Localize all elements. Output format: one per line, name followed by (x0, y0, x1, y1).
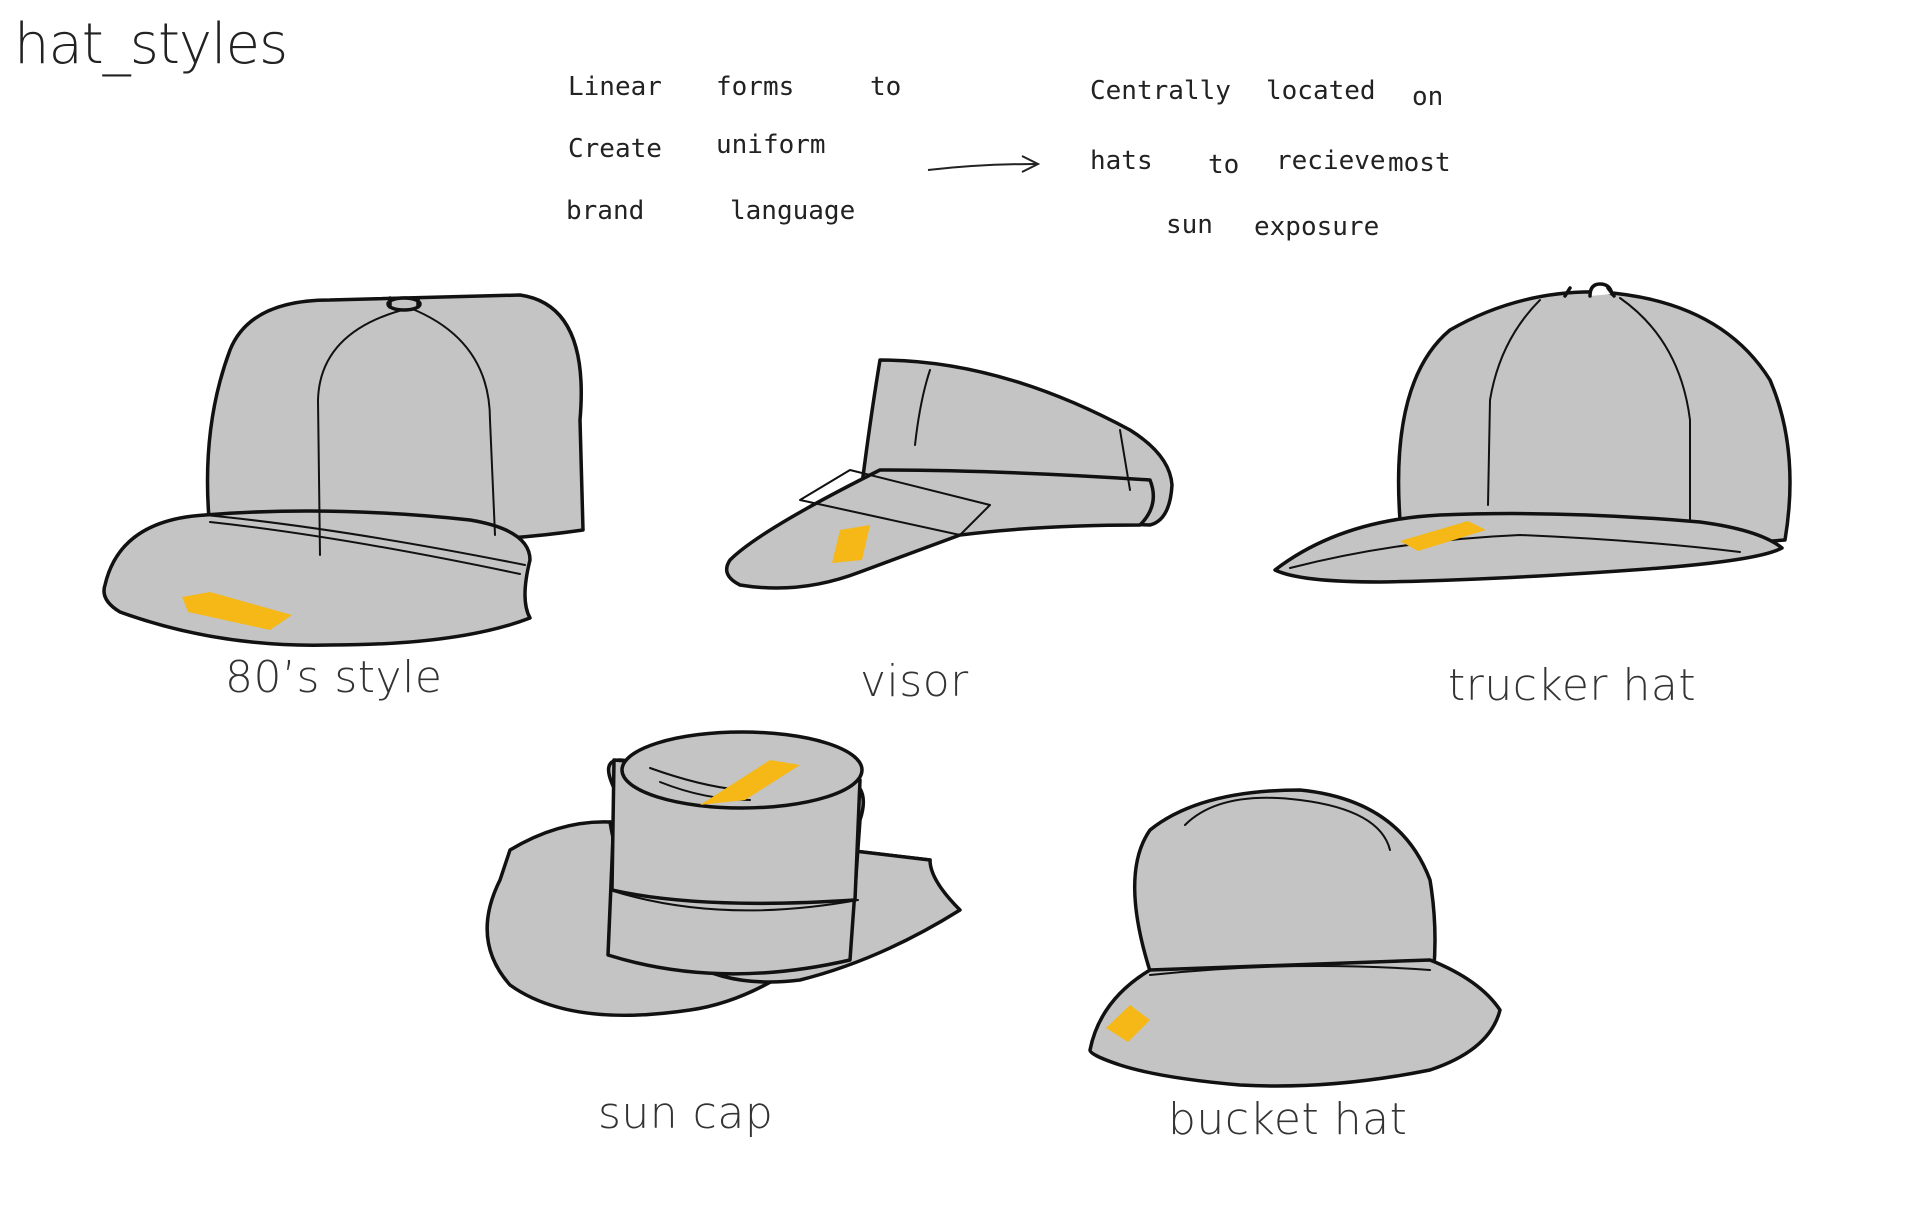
note-word: brand (566, 196, 645, 226)
note-word: Linear (568, 72, 662, 102)
note-word: exposure (1254, 212, 1380, 242)
note-word: sun (1166, 210, 1213, 240)
note-word: Centrally (1090, 76, 1231, 106)
note-word: uniform (716, 130, 826, 160)
hat-80s-style (102, 293, 585, 647)
hat-label-80s-style: 80’s style (225, 652, 443, 703)
hat-label-trucker-hat: trucker hat (1448, 660, 1697, 711)
note-word: forms (716, 72, 795, 102)
note-word: to (1208, 150, 1240, 180)
note-word: hats (1090, 146, 1153, 176)
note-word: recieve (1276, 146, 1386, 176)
note-word: to (870, 72, 902, 102)
hat-visor (724, 358, 1174, 590)
hat-sun-cap (485, 730, 962, 1018)
hat-label-sun-cap: sun cap (598, 1088, 774, 1139)
hat-label-bucket-hat: bucket hat (1168, 1094, 1408, 1145)
note-word: most (1388, 148, 1451, 178)
note-word: Create (568, 134, 662, 164)
note-word: on (1412, 82, 1444, 112)
hat-bucket (1088, 788, 1502, 1088)
note-word: located (1266, 76, 1376, 106)
hat-label-visor: visor (860, 656, 969, 707)
hat-trucker (1273, 282, 1792, 584)
arrow-icon (927, 155, 1041, 173)
page-title: hat_styles (14, 12, 288, 77)
note-word: language (730, 196, 856, 226)
